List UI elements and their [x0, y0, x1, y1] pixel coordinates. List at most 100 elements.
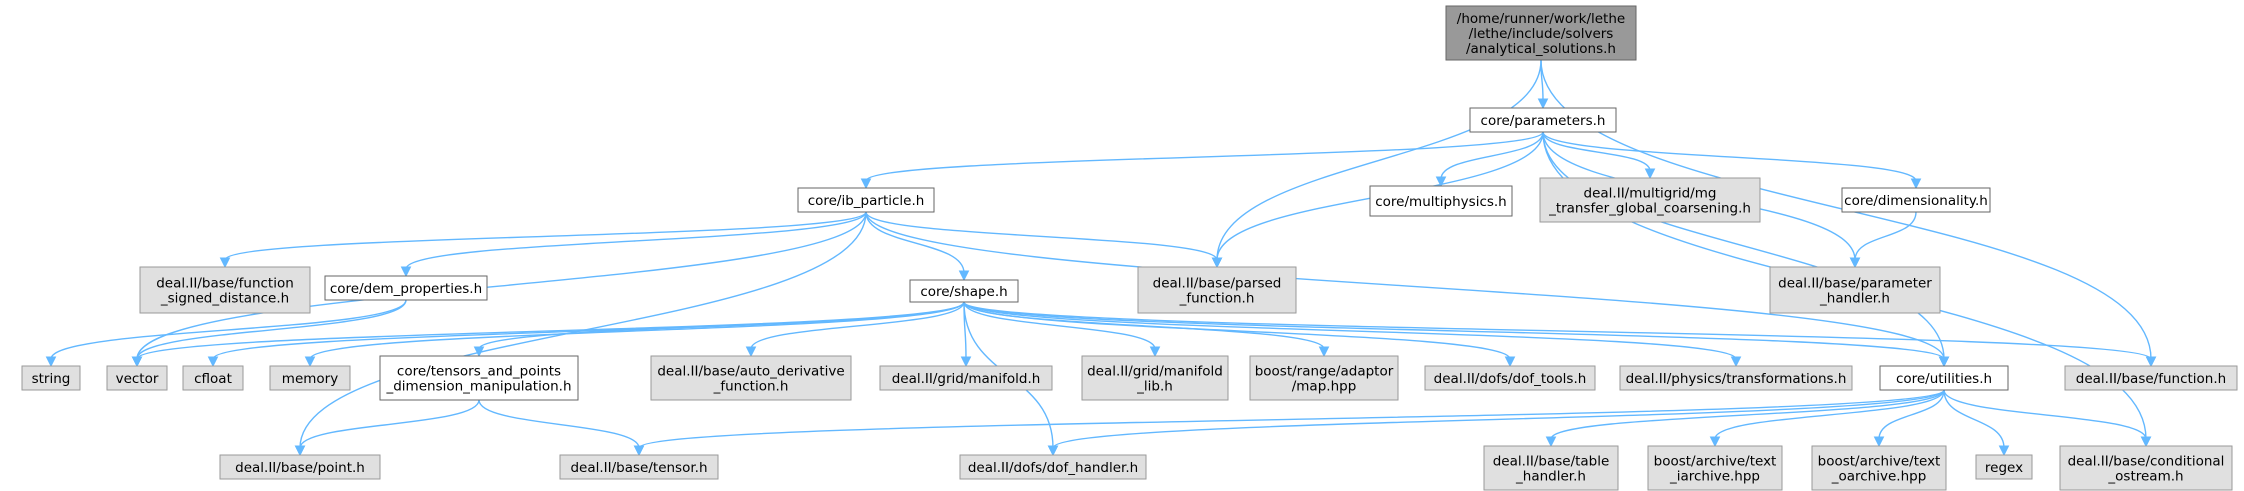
node-label: boost/archive/text [1654, 454, 1777, 470]
edge-utilities-to-conditional-ostream [1943, 389, 2147, 440]
node-label: core/dem_properties.h [330, 281, 482, 297]
edge-ib-particle-to-utilities [865, 211, 1945, 360]
arrowhead-dem-properties-to-string [45, 356, 57, 368]
arrowhead-utilities-to-conditional-ostream [2140, 436, 2152, 448]
arrowhead-utilities-to-dof-handler [1047, 445, 1059, 457]
node-label: core/parameters.h [1481, 113, 1606, 129]
node-boost-map: boost/range/adaptor/map.hpp [1249, 355, 1399, 401]
node-label: vector [116, 371, 159, 387]
edge-shape-to-auto-derivative [750, 301, 965, 350]
edge-utilities-to-table-handler [1550, 389, 1945, 440]
node-box [1619, 365, 1853, 391]
edge-shape-to-dof-tools [963, 301, 1511, 360]
node-label: _ostream.h [2107, 469, 2183, 485]
node-vector: vector [106, 365, 168, 391]
node-box [106, 365, 168, 391]
node-auto-derivative: deal.II/base/auto_derivative_function.h [650, 355, 852, 401]
arrowhead-ib-particle-to-function-signed-distance [219, 257, 231, 269]
node-label: deal.II/multigrid/mg [1584, 186, 1717, 202]
arrowhead-parameters-to-dimensionality [1910, 178, 1922, 190]
node-label: deal.II/base/tensor.h [570, 460, 707, 476]
node-label: _oarchive.hpp [1831, 469, 1927, 485]
arrowhead-shape-to-cfloat [207, 356, 219, 368]
node-box [1249, 355, 1399, 401]
edge-ib-particle-to-function-signed-distance [224, 211, 867, 261]
arrowhead-shape-to-function-h [2145, 356, 2157, 368]
edge-utilities-to-text-oarchive [1878, 389, 1945, 440]
edge-shape-to-utilities [963, 301, 1945, 360]
edge-utilities-to-tensor-h [638, 389, 1945, 449]
node-tensors-points[interactable]: core/tensors_and_points_dimension_manipu… [379, 355, 579, 401]
node-dem-properties[interactable]: core/dem_properties.h [324, 275, 488, 301]
node-label: _handler.h [1819, 291, 1890, 307]
node-transformations: deal.II/physics/transformations.h [1619, 365, 1853, 391]
node-label: deal.II/base/conditional [2068, 454, 2225, 470]
node-box [959, 454, 1147, 480]
node-label: _handler.h [1515, 469, 1586, 485]
node-label: _dimension_manipulation.h [385, 379, 571, 395]
edge-dimensionality-to-parameter-handler [1854, 211, 1917, 261]
node-box [1137, 266, 1297, 314]
node-label: string [32, 371, 71, 387]
edge-ib-particle-to-parsed-function [865, 211, 1218, 261]
node-label: regex [1985, 460, 2023, 476]
node-label: deal.II/base/function [156, 276, 294, 292]
edge-shape-to-transformations [963, 301, 1737, 360]
node-label: /analytical_solutions.h [1466, 41, 1616, 57]
node-box [269, 365, 351, 391]
node-analytical-solutions[interactable]: /home/runner/work/lethe/lethe/include/so… [1445, 5, 1637, 61]
node-box [650, 355, 852, 401]
node-multiphysics[interactable]: core/multiphysics.h [1369, 185, 1513, 217]
arrowhead-ib-particle-to-parsed-function [1211, 257, 1223, 269]
arrowhead-shape-to-transformations [1730, 356, 1742, 368]
node-box [797, 187, 935, 213]
arrowhead-shape-to-boost-map [1318, 346, 1330, 358]
node-box [324, 275, 488, 301]
arrowhead-shape-to-vector [131, 356, 143, 368]
edge-ib-particle-to-vector [136, 211, 867, 360]
arrowhead-shape-to-tensors-points [473, 346, 485, 358]
node-text-oarchive: boost/archive/text_oarchive.hpp [1811, 445, 1947, 491]
node-label: memory [282, 371, 338, 387]
edge-shape-to-manifold-lib [963, 301, 1156, 350]
node-label: core/tensors_and_points [397, 364, 561, 380]
node-utilities[interactable]: core/utilities.h [1879, 365, 2009, 391]
edge-analytical-solutions-to-parsed-function [1216, 59, 1542, 261]
arrowhead-utilities-to-table-handler [1545, 436, 1557, 448]
node-box [21, 365, 81, 391]
node-label: cfloat [194, 371, 232, 387]
node-point-h: deal.II/base/point.h [219, 454, 381, 480]
edge-parameters-to-dimensionality [1542, 131, 1917, 182]
arrowhead-utilities-to-regex [1998, 445, 2010, 457]
node-ib-particle[interactable]: core/ib_particle.h [797, 187, 935, 213]
edge-tensors-points-to-tensor-h [478, 399, 640, 449]
node-box [1811, 445, 1947, 491]
edge-utilities-to-text-iarchive [1714, 389, 1945, 440]
edge-parameters-to-multiphysics [1440, 131, 1544, 180]
node-box [1424, 365, 1596, 391]
node-cfloat: cfloat [182, 365, 244, 391]
node-label: deal.II/base/point.h [235, 460, 365, 476]
node-dimensionality[interactable]: core/dimensionality.h [1841, 187, 1991, 213]
node-table-handler: deal.II/base/table_handler.h [1483, 445, 1619, 491]
node-box [1647, 445, 1783, 491]
node-label: deal.II/base/table [1493, 454, 1610, 470]
arrowhead-parameters-to-mg-transfer [1644, 168, 1656, 180]
node-label: core/dimensionality.h [1844, 193, 1988, 209]
edge-utilities-to-regex [1943, 389, 2005, 449]
arrowhead-utilities-to-tensor-h [633, 445, 645, 457]
node-box [879, 365, 1053, 391]
arrowhead-shape-to-memory [304, 356, 316, 368]
node-box [1879, 365, 2009, 391]
node-label: deal.II/base/auto_derivative [657, 364, 844, 380]
node-box [1975, 454, 2033, 480]
node-mg-transfer: deal.II/multigrid/mg_transfer_global_coa… [1539, 177, 1761, 223]
node-parameters[interactable]: core/parameters.h [1469, 107, 1617, 133]
arrowhead-ib-particle-to-shape [958, 270, 970, 282]
node-shape[interactable]: core/shape.h [909, 279, 1019, 303]
node-box [1469, 107, 1617, 133]
node-box [2059, 445, 2233, 491]
node-grid-manifold: deal.II/grid/manifold.h [879, 365, 1053, 391]
node-label: _transfer_global_coarsening.h [1548, 201, 1751, 217]
edge-ib-particle-to-dem-properties [405, 211, 867, 270]
